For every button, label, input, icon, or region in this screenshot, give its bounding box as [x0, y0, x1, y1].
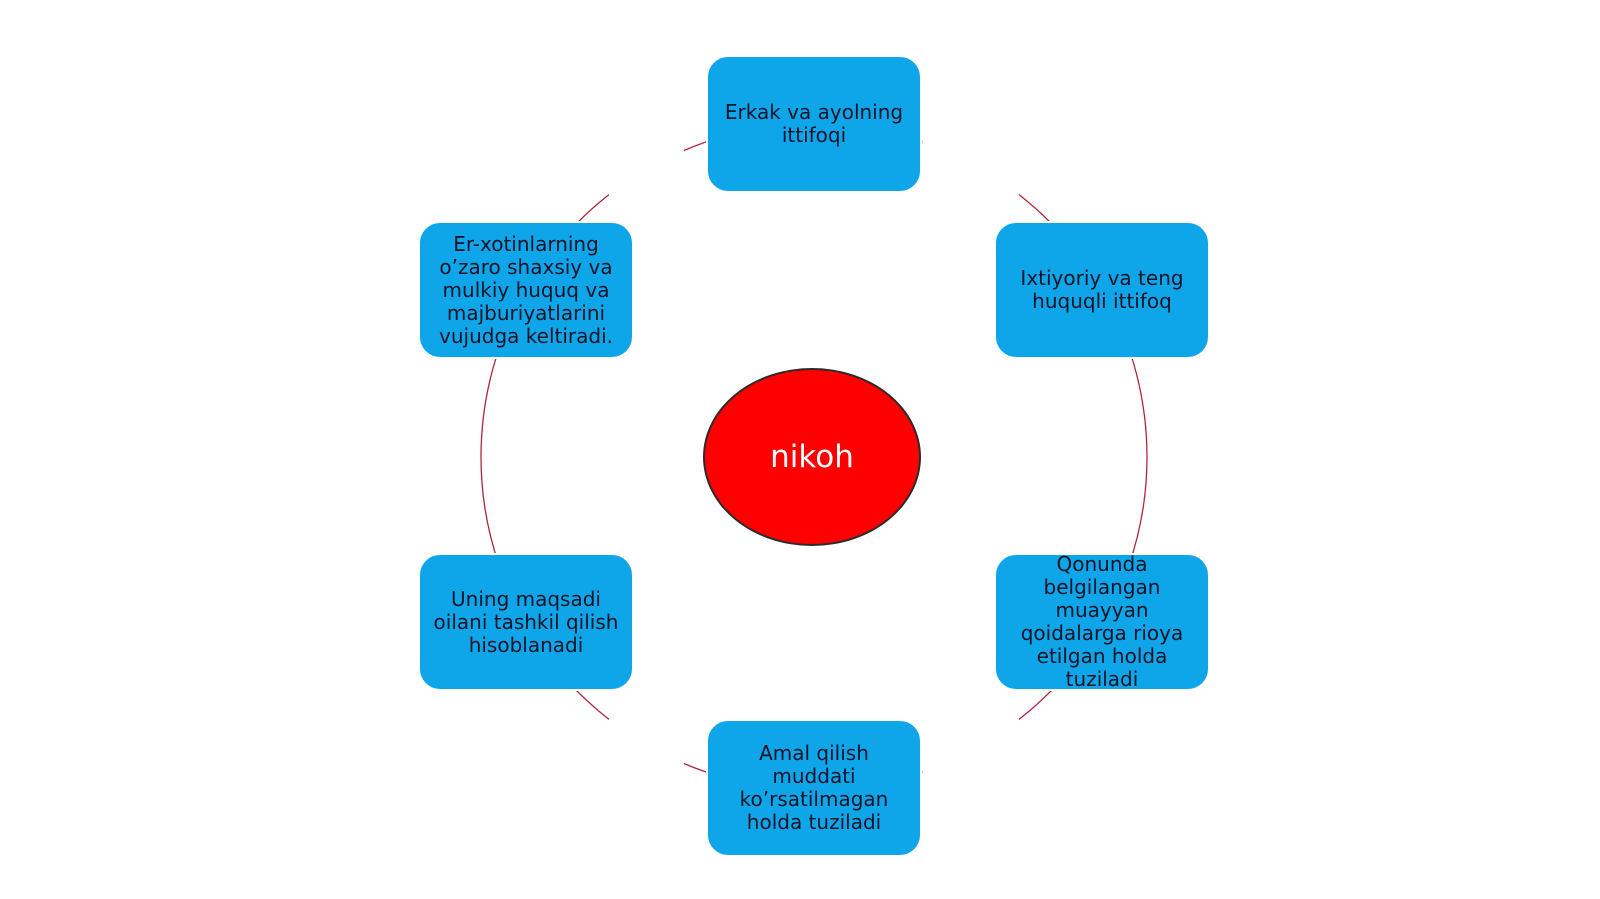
cycle-node-3: Qonunda belgilangan muayyan qoidalarga r…: [994, 553, 1210, 691]
cycle-node-4: Amal qilish muddati ko’rsatilmagan holda…: [706, 719, 922, 857]
cycle-node-1-text: Erkak va ayolning ittifoqi: [724, 100, 904, 147]
cycle-node-5: Uning maqsadi oilani tashkil qilish hiso…: [418, 553, 634, 691]
cycle-node-4-text: Amal qilish muddati ko’rsatilmagan holda…: [739, 741, 889, 834]
connector-arc-7: [480, 348, 500, 566]
cycle-node-5-text: Uning maqsadi oilani tashkil qilish hiso…: [433, 586, 619, 657]
cycle-node-6-text: Er-xotinlarning o’zaro shaxsiy va mulkiy…: [439, 231, 613, 348]
cycle-node-2-text: Ixtiyoriy va teng huquqli ittifoq: [1020, 266, 1184, 313]
cycle-node-1: Erkak va ayolning ittifoqi: [706, 55, 922, 193]
center-label: nikoh: [770, 439, 854, 475]
connector-arc-3: [1128, 348, 1148, 566]
cycle-node-2: Ixtiyoriy va teng huquqli ittifoq: [994, 221, 1210, 359]
cycle-node-6: Er-xotinlarning o’zaro shaxsiy va mulkiy…: [418, 221, 634, 359]
center-node: nikoh: [703, 368, 921, 546]
cycle-node-3-text: Qonunda belgilangan muayyan qoidalarga r…: [1020, 553, 1184, 691]
